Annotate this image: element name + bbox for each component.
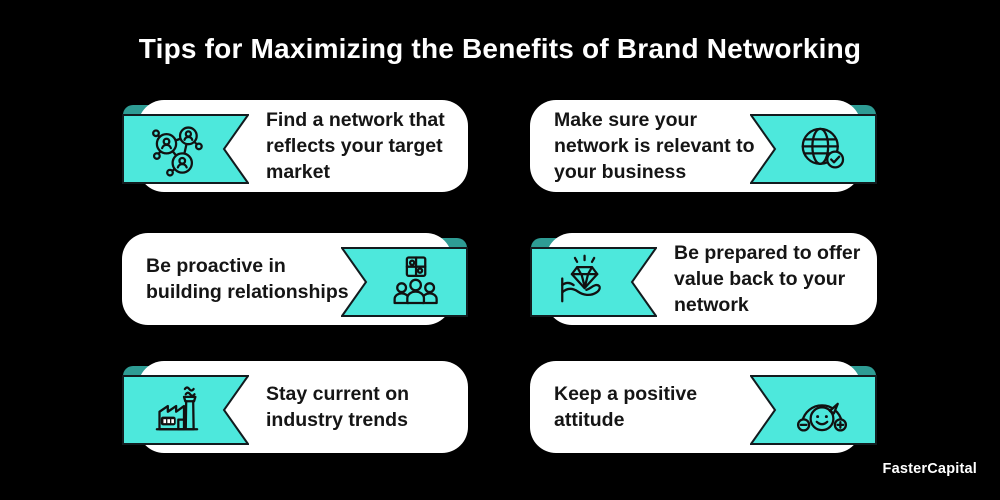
card-text-line: industry trends	[266, 409, 408, 431]
ribbon-flag	[341, 247, 468, 317]
card-text-line: Stay current on	[266, 383, 410, 405]
network-people-icon	[149, 121, 205, 177]
factory-icon	[149, 382, 205, 438]
card-text-line: Be proactive in	[146, 255, 286, 277]
ribbon-flag	[750, 114, 877, 184]
card-text-line: attitude	[554, 409, 625, 431]
team-puzzle-icon	[385, 254, 441, 310]
ribbon-flag	[122, 114, 249, 184]
ribbon-flag	[122, 375, 249, 445]
card-text-line: network is relevant to	[554, 135, 755, 157]
card-text-line: Keep a positive	[554, 383, 698, 405]
card-text-line: Make sure your	[554, 109, 698, 131]
attitude-gauge-icon	[794, 382, 850, 438]
card-text-line: market	[266, 161, 330, 183]
card-text-line: your business	[554, 161, 687, 183]
card-text-line: network	[674, 294, 749, 316]
globe-check-icon	[794, 121, 850, 177]
card-text-line: Be prepared to offer	[674, 242, 861, 264]
page-title: Tips for Maximizing the Benefits of Bran…	[138, 33, 862, 64]
ribbon-flag	[530, 247, 657, 317]
ribbon-flag	[750, 375, 877, 445]
card-text-line: building relationships	[146, 281, 349, 303]
hand-diamond-icon	[557, 254, 613, 310]
brand-logo: FasterCapital	[882, 461, 977, 477]
card-text-line: reflects your target	[266, 135, 443, 157]
card-text-line: Find a network that	[266, 109, 445, 131]
card-text-line: value back to your	[674, 268, 846, 290]
